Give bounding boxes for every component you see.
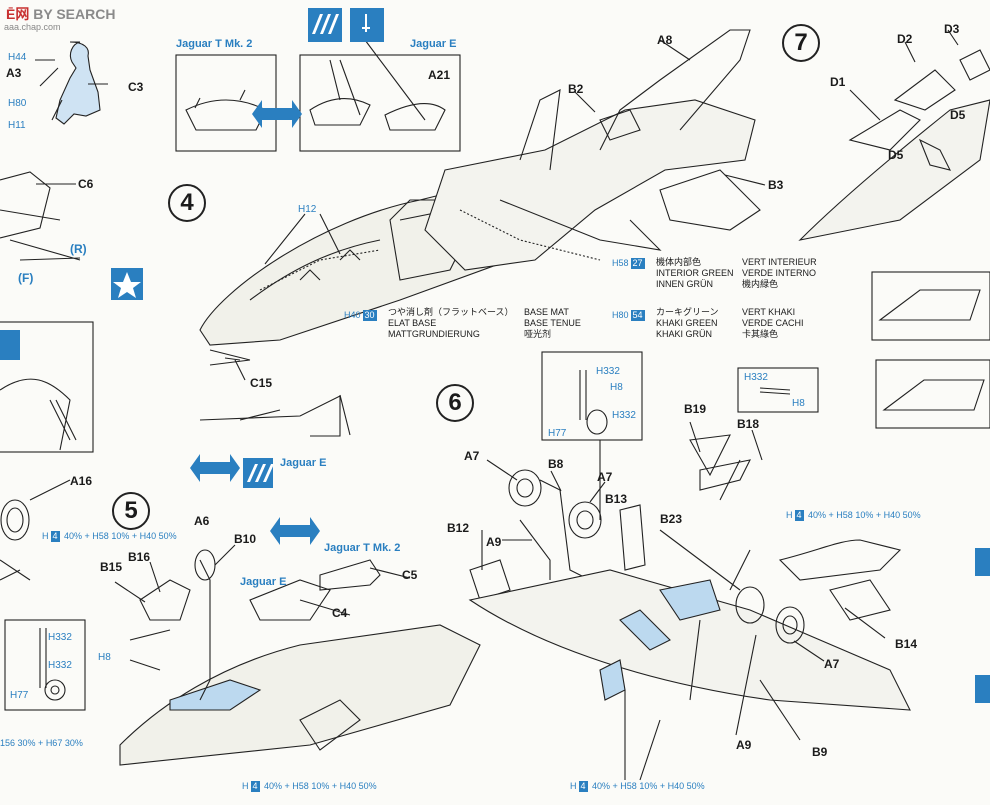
- part-label: D2: [897, 32, 913, 46]
- part-label: B12: [447, 521, 470, 535]
- paint-code: H11: [8, 120, 26, 131]
- part-label: C3: [128, 80, 144, 94]
- paint-code: H332: [612, 410, 636, 421]
- paint-code: H77: [548, 428, 567, 439]
- paint-code: H77: [10, 690, 29, 701]
- part-label: D5: [950, 108, 966, 122]
- mix-formula: 156 30% + H67 30%: [0, 738, 83, 748]
- variant-label: Jaguar T Mk. 2: [176, 38, 253, 50]
- part-label: B18: [737, 417, 760, 431]
- step-number: 6: [436, 384, 474, 422]
- part-label: B23: [660, 512, 683, 526]
- part-label: D1: [830, 75, 846, 89]
- paint-code: H80: [8, 98, 27, 109]
- step-number: 7: [782, 24, 820, 62]
- paint-code: H332: [596, 366, 620, 377]
- paint-code: H332: [48, 632, 72, 643]
- site-url: aaa.chap.com: [4, 22, 61, 32]
- part-label: B13: [605, 492, 628, 506]
- paint-code: H12: [298, 204, 317, 215]
- paint-code: H332: [48, 660, 72, 671]
- part-label: A7: [597, 470, 613, 484]
- variant-label: Jaguar E: [410, 38, 457, 50]
- paint-code: H332: [744, 372, 768, 383]
- part-label: A9: [736, 738, 752, 752]
- part-label: B14: [895, 637, 918, 651]
- step-number: 4: [168, 184, 206, 222]
- step-number: 5: [112, 492, 150, 530]
- part-label: A8: [657, 33, 673, 47]
- paint-code: H8: [610, 382, 623, 393]
- part-label: C6: [78, 177, 94, 191]
- part-label: B2: [568, 82, 584, 96]
- part-label: A7: [824, 657, 840, 671]
- part-label: A21: [428, 68, 451, 82]
- part-label: B8: [548, 457, 564, 471]
- part-label: A3: [6, 66, 22, 80]
- part-label: D5: [888, 148, 904, 162]
- part-label: A7: [464, 449, 480, 463]
- variant-label: Jaguar T Mk. 2: [324, 542, 401, 554]
- paint-code: H44: [8, 52, 27, 63]
- part-label: B15: [100, 560, 123, 574]
- part-label: C4: [332, 606, 348, 620]
- variant-label: Jaguar E: [240, 576, 287, 588]
- part-label: B16: [128, 550, 151, 564]
- part-label: A9: [486, 535, 502, 549]
- part-label: D3: [944, 22, 960, 36]
- part-label: (R): [70, 242, 87, 256]
- part-label: B9: [812, 745, 828, 759]
- part-label: A6: [194, 514, 210, 528]
- part-label: C5: [402, 568, 418, 582]
- part-label: B19: [684, 402, 707, 416]
- variant-label: Jaguar E: [280, 457, 327, 469]
- paint-code: H8: [792, 398, 805, 409]
- part-label: C15: [250, 376, 273, 390]
- part-label: A16: [70, 474, 93, 488]
- part-label: B10: [234, 532, 257, 546]
- site-watermark: Ē网 BY SEARCH: [6, 6, 116, 22]
- part-label: B3: [768, 178, 784, 192]
- part-label: (F): [18, 271, 34, 285]
- paint-code: H8: [98, 652, 111, 663]
